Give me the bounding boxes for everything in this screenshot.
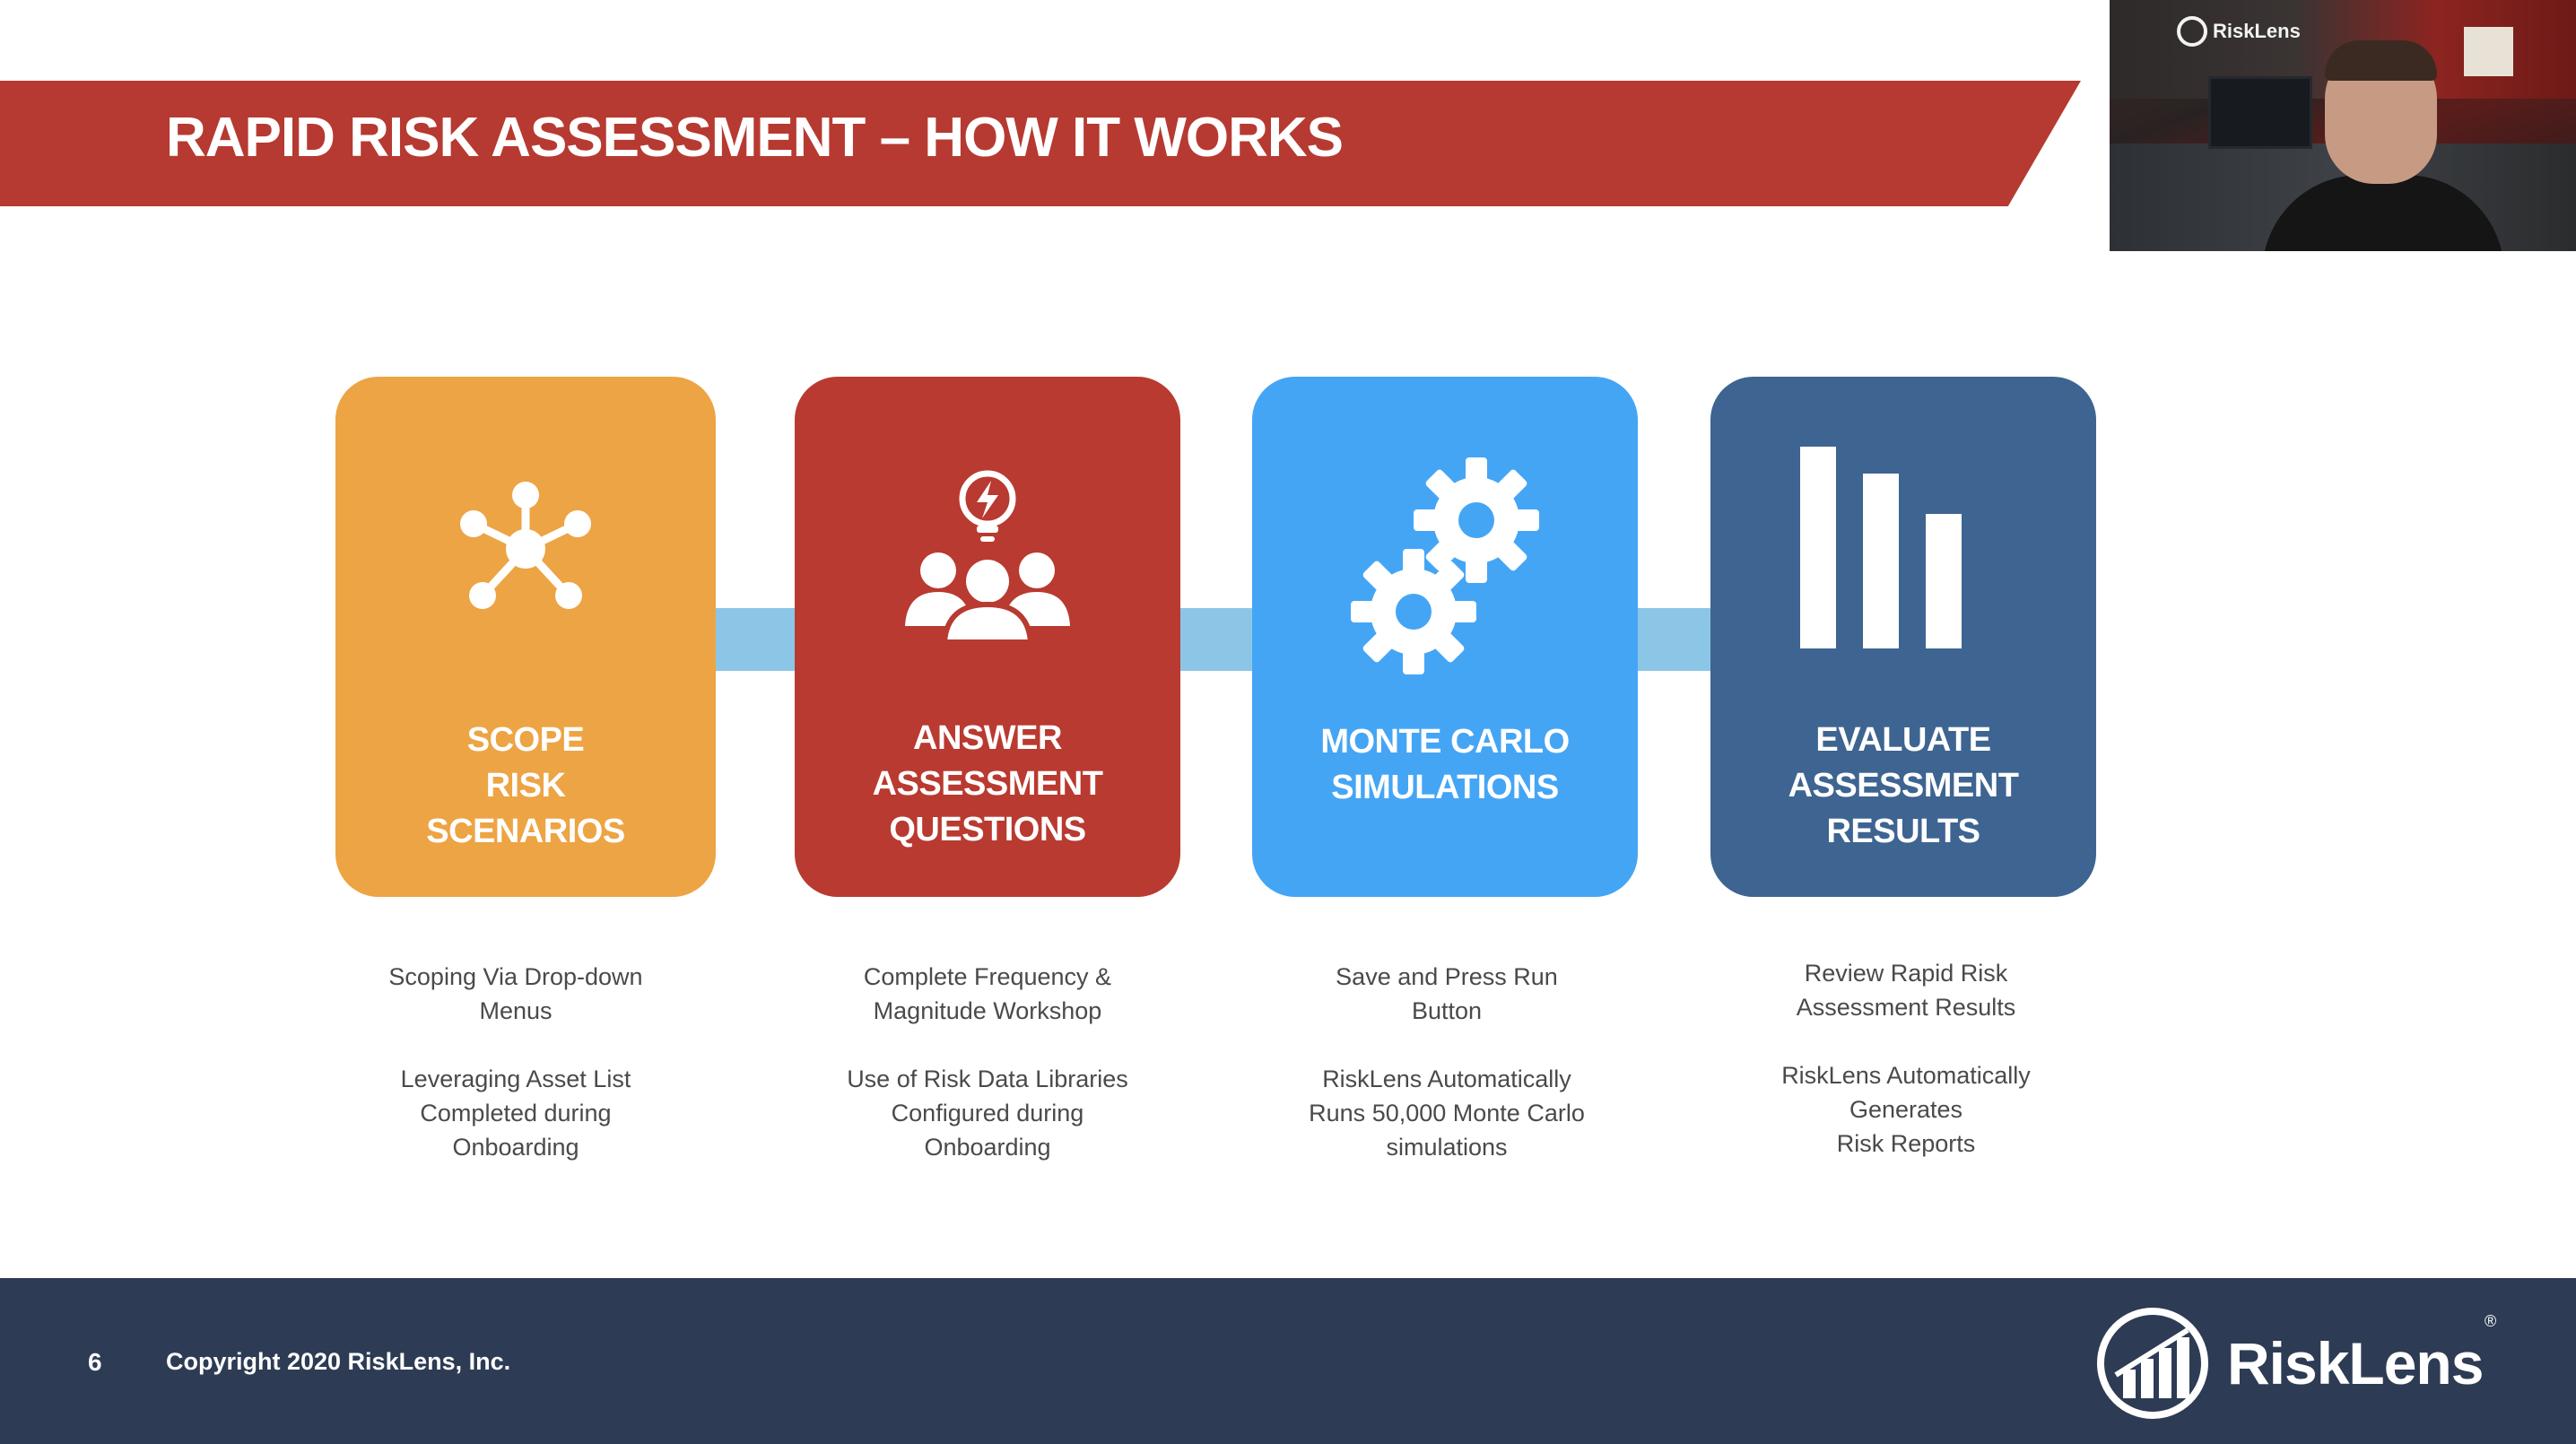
step-monte-carlo-simulations: MONTE CARLO SIMULATIONS (1252, 377, 1638, 897)
presenter-hair (2325, 40, 2437, 81)
step-4-desc-line: RiskLens Automatically Generates Risk Re… (1713, 1058, 2099, 1161)
step-2-title-line: ASSESSMENT (795, 761, 1180, 807)
webcam-wall-logo: RiskLens (2177, 16, 2301, 47)
risklens-logo-icon (2094, 1305, 2211, 1422)
step-3-title-line: SIMULATIONS (1252, 765, 1638, 811)
brand-name: RiskLens (2227, 1329, 2483, 1397)
slide-title: RAPID RISK ASSESSMENT – HOW IT WORKS (166, 106, 1343, 170)
step-1-title-line: RISK (335, 763, 716, 809)
step-1-title-line: SCENARIOS (335, 809, 716, 855)
step-1-desc-line: Leveraging Asset List Completed during O… (323, 1062, 709, 1164)
webcam-background-board (2464, 27, 2513, 76)
step-1-desc-line: Scoping Via Drop-down Menus (323, 960, 709, 1028)
step-4-title-line: RESULTS (1710, 809, 2096, 855)
webcam-background-monitor (2208, 76, 2312, 149)
webcam-logo-text: RiskLens (2213, 20, 2301, 43)
step-3-desc-line: Save and Press Run Button (1254, 960, 1640, 1028)
step-4-description: Review Rapid Risk Assessment Results Ris… (1713, 956, 2099, 1195)
step-3-desc-line: RiskLens Automatically Runs 50,000 Monte… (1254, 1062, 1640, 1164)
connector-2-3 (1179, 608, 1254, 671)
step-4-desc-line: Review Rapid Risk Assessment Results (1713, 956, 2099, 1024)
team-idea-icon (898, 465, 1077, 644)
step-answer-assessment-questions: ANSWER ASSESSMENT QUESTIONS (795, 377, 1180, 897)
step-2-title-line: QUESTIONS (795, 807, 1180, 853)
copyright-text: Copyright 2020 RiskLens, Inc. (166, 1348, 510, 1376)
step-1-description: Scoping Via Drop-down Menus Leveraging A… (323, 960, 709, 1198)
step-2-title-line: ANSWER (795, 716, 1180, 761)
webcam-logo-icon (2177, 16, 2207, 47)
page-number: 6 (88, 1348, 102, 1377)
bar-chart-icon (1800, 447, 1989, 653)
registered-mark: ® (2485, 1312, 2496, 1331)
connector-1-2 (714, 608, 796, 671)
connector-3-4 (1637, 608, 1712, 671)
step-scope-risk-scenarios: SCOPE RISK SCENARIOS (335, 377, 716, 897)
step-3-title-line: MONTE CARLO (1252, 719, 1638, 765)
brand-logo: RiskLens ® (2094, 1305, 2483, 1422)
step-3-description: Save and Press Run Button RiskLens Autom… (1254, 960, 1640, 1198)
step-evaluate-assessment-results: EVALUATE ASSESSMENT RESULTS (1710, 377, 2096, 897)
step-2-description: Complete Frequency & Magnitude Workshop … (795, 960, 1180, 1198)
step-2-desc-line: Use of Risk Data Libraries Configured du… (795, 1062, 1180, 1164)
step-4-title-line: ASSESSMENT (1710, 763, 2096, 809)
step-4-title-line: EVALUATE (1710, 718, 2096, 763)
step-2-desc-line: Complete Frequency & Magnitude Workshop (795, 960, 1180, 1028)
webcam-video-feed[interactable]: RiskLens (2110, 0, 2576, 251)
gears-icon (1346, 457, 1544, 682)
network-icon (454, 477, 597, 621)
step-1-title-line: SCOPE (335, 718, 716, 763)
